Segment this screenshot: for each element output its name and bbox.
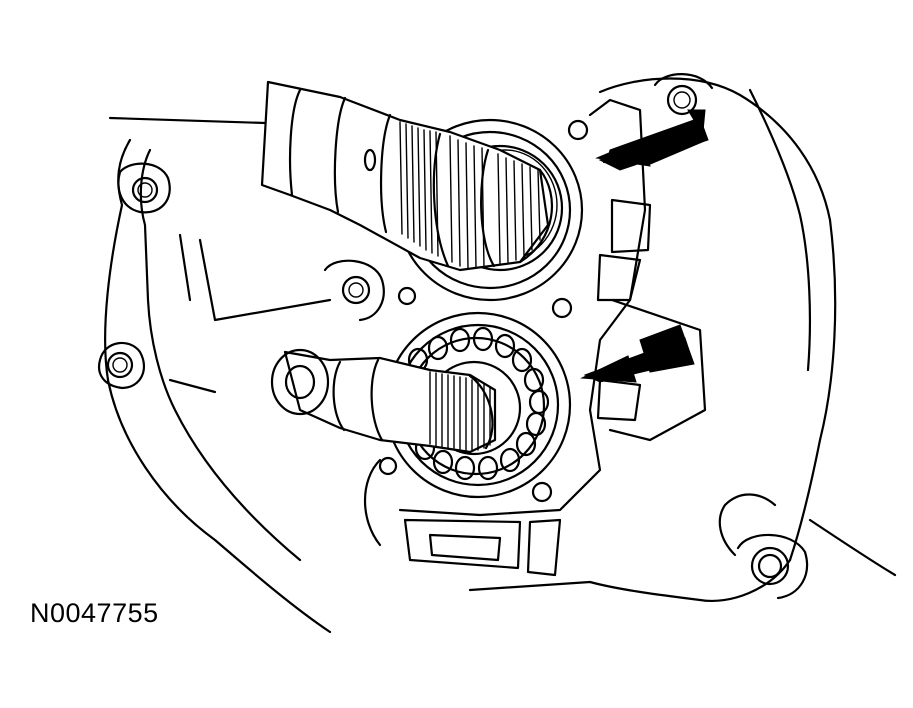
lower-shaft [270, 348, 497, 454]
upper-shaft-splines [399, 121, 554, 269]
upper-arrow-icon [595, 109, 709, 171]
case-housing [98, 73, 897, 634]
upper-shaft [260, 80, 554, 272]
lower-arrow-icon [580, 324, 695, 383]
lower-shaft-splines [429, 371, 494, 451]
figure-id-label: N0047755 [30, 598, 159, 628]
